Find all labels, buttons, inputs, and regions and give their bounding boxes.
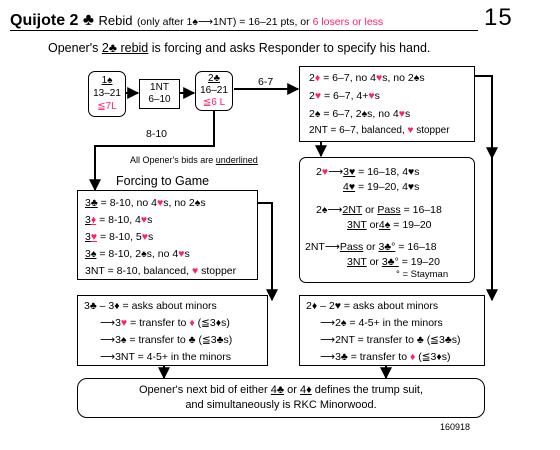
heart-icon: ♥ (90, 231, 98, 243)
subtitle-bid: 2♣ rebid (101, 41, 149, 55)
heart-icon: ♥ (178, 248, 185, 260)
page-number: 15 (484, 4, 513, 31)
bottom-line-2: and simultaneously is RKC Minorwood. (185, 399, 377, 411)
rebid-row-a2: 4♥ = 19–20, 4♥s (343, 181, 420, 193)
club-icon: ♣ (82, 10, 95, 29)
resp67-row-4: 2NT = 6–7, balanced, ♥ stopper (309, 125, 450, 136)
rebid-row-c2: 3NT or 3♣° = 19–20 (347, 256, 440, 268)
spade-icon: ♠ (120, 334, 127, 346)
edge-label-810: 8-10 (146, 128, 168, 140)
title-rebid: Rebid (98, 13, 133, 28)
minors-right-row-3: ⟶2NT = transfer to ♣ (≦3♣s) (320, 334, 461, 346)
arrow-icon: ⟶ (328, 166, 344, 178)
arrow-icon: ⟶ (320, 334, 336, 346)
underline-note: All Opener's bids are underlined (130, 155, 258, 165)
bottom-box: Opener's next bid of either 4♣ or 4♦ def… (77, 378, 485, 418)
club-icon: ♣ (340, 351, 348, 363)
flow-box-1nt: 1NT 6–10 (139, 79, 180, 109)
rebid-row-c1: 2NT⟶Pass or 3♣° = 16–18 (305, 241, 437, 253)
spade-icon: ♠ (361, 108, 368, 120)
heart-icon: ♥ (398, 108, 405, 120)
heart-icon: ♥ (141, 231, 148, 243)
subtitle: Opener's 2♣ rebid is forcing and asks Re… (48, 41, 431, 55)
heart-icon: ♥ (368, 90, 375, 102)
spade-icon: ♠ (90, 248, 97, 260)
spade-icon: ♠ (107, 75, 113, 86)
spade-icon: ♠ (413, 72, 420, 84)
flow-box-1spade: 1♠ 13–21 ≦7L (88, 71, 126, 117)
resp67-row-3: 2♠ = 6–7, 2♠s, no 4♥s (309, 108, 411, 120)
minors-left-box: 3♣ – 3♦ = asks about minors ⟶3♥ = transf… (77, 295, 268, 366)
arrow-icon: ⟶ (100, 351, 116, 363)
heart-icon: ♥ (375, 72, 383, 84)
losers-text: 6 losers or less (312, 16, 384, 28)
edge-67-to-minors-right (474, 75, 498, 160)
spade-icon: ♠ (194, 197, 201, 209)
forcing-row-2: 3♦ = 8-10, 4♥s (85, 214, 153, 226)
title-condition: (only after 1♠⟶1NT) = 16–21 pts, or 6 lo… (136, 16, 384, 28)
heart-icon: ♥ (140, 214, 148, 226)
minors-right-row-1: 2♦ – 2♥ = asks about minors (306, 300, 439, 312)
diamond-icon: ♦ (90, 214, 97, 226)
minors-left-row-4: ⟶3NT = 4-5+ in the minors (100, 351, 232, 363)
arrow-icon: ⟶ (327, 204, 343, 216)
spade-icon: ♠ (314, 108, 321, 120)
minors-right-box: 2♦ – 2♥ = asks about minors ⟶2♠ = 4-5+ i… (299, 295, 485, 366)
bottom-line-1: Opener's next bid of either 4♣ or 4♦ def… (138, 384, 424, 396)
rebid-row-b2: 3NT or4♠ = 19–20 (347, 219, 432, 231)
rebid-row-a1: 2♥⟶3♥ = 16–18, 4♥s (316, 166, 420, 178)
arrow-icon: ⟶ (320, 317, 336, 329)
edge-810 (89, 110, 215, 192)
stayman-note: ° = Stayman (396, 269, 449, 280)
resp67-row-2: 2♥ = 6–7, 4+♥s (309, 90, 380, 102)
heart-icon: ♥ (157, 197, 164, 209)
club-icon: ♣ (90, 197, 98, 209)
rebid-row-b1: 2♠⟶2NT or Pass = 16–18 (316, 204, 442, 216)
resp67-row-1: 2♦ = 6–7, no 4♥s, no 2♠s (309, 72, 425, 84)
arrow-icon: ⟶ (320, 351, 336, 363)
heart-icon: ♥ (191, 265, 199, 277)
spade-icon: ♠ (192, 16, 198, 28)
forcing-row-4: 3♠ = 8-10, 2♠s, no 4♥s (85, 248, 190, 260)
diamond-icon: ♦ (314, 72, 321, 84)
club-icon: ♣ (416, 334, 424, 346)
club-icon: ♣ (213, 73, 221, 84)
forcing-row-1: 3♣ = 8-10, no 4♥s, no 2♠s (85, 197, 206, 209)
arrow-icon: ⟶ (324, 241, 340, 253)
arrow-icon: ⟶ (100, 317, 116, 329)
minors-left-row-1: 3♣ – 3♦ = asks about minors (84, 300, 217, 312)
minors-right-row-4: ⟶3♣ = transfer to ♦ (≦3♦s) (320, 351, 451, 363)
rebid-box: 2♥⟶3♥ = 16–18, 4♥s 4♥ = 19–20, 4♥s 2♠⟶2N… (299, 157, 475, 283)
heart-icon: ♥ (314, 90, 322, 102)
arrow-icon: ⟶ (197, 16, 214, 28)
forcing-row-3: 3♥ = 8-10, 5♥s (85, 231, 154, 243)
edge-forcing-to-minors-left (252, 202, 278, 302)
flow-box-2club: 2♣ 16–21 ≦6 L (195, 71, 233, 111)
forcing-title: Forcing to Game (116, 174, 210, 188)
forcing-box: 3♣ = 8-10, no 4♥s, no 2♠s 3♦ = 8-10, 4♥s… (77, 190, 258, 280)
heart-icon: ♥ (407, 125, 414, 136)
heart-icon: ♥ (120, 317, 128, 329)
club-icon: ♣ (188, 334, 196, 346)
minors-left-row-3: ⟶3♠ = transfer to ♣ (≦3♣s) (100, 334, 233, 346)
response-67-box: 2♦ = 6–7, no 4♥s, no 2♠s 2♥ = 6–7, 4+♥s … (299, 66, 475, 142)
footer-code: 160918 (440, 422, 471, 432)
forcing-row-5: 3NT = 8-10, balanced, ♥ stopper (85, 265, 237, 277)
spade-icon: ♠ (321, 204, 328, 216)
arrow-icon: ⟶ (100, 334, 116, 346)
minors-right-row-2: ⟶2♠ = 4-5+ in the minors (320, 317, 443, 329)
diamond-icon: ♦ (189, 317, 195, 329)
page-title: Quijote 2 ♣ Rebid (only after 1♠⟶1NT) = … (10, 10, 478, 31)
edge-label-67: 6-7 (258, 76, 274, 88)
spade-icon: ♠ (141, 248, 147, 260)
minors-left-row-2: ⟶3♥ = transfer to ♦ (≦3♦s) (100, 317, 230, 329)
title-text: Quijote 2 (10, 12, 79, 29)
heart-icon: ♥ (321, 166, 329, 178)
spade-icon: ♠ (340, 317, 347, 329)
diamond-icon: ♦ (409, 351, 416, 363)
